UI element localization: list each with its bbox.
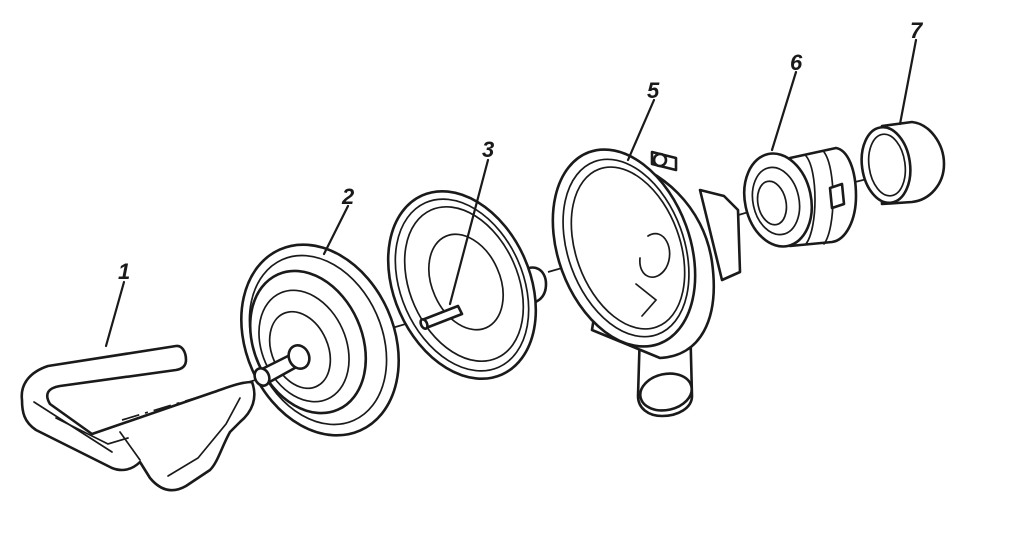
callout-1: 1 (118, 259, 130, 284)
callout-6: 6 (790, 50, 803, 75)
callout-7: 7 (910, 18, 924, 43)
part-7-ring (860, 120, 946, 206)
part-2-housing (240, 243, 400, 437)
part-5-valve-body (551, 148, 742, 418)
callout-2: 2 (341, 184, 355, 209)
part-6-connector (742, 146, 858, 248)
callout-5: 5 (647, 78, 660, 103)
part-3-diaphragm (386, 189, 548, 381)
callout-3: 3 (482, 137, 494, 162)
callout-leaders (104, 38, 918, 348)
part-1-strap (20, 344, 256, 492)
